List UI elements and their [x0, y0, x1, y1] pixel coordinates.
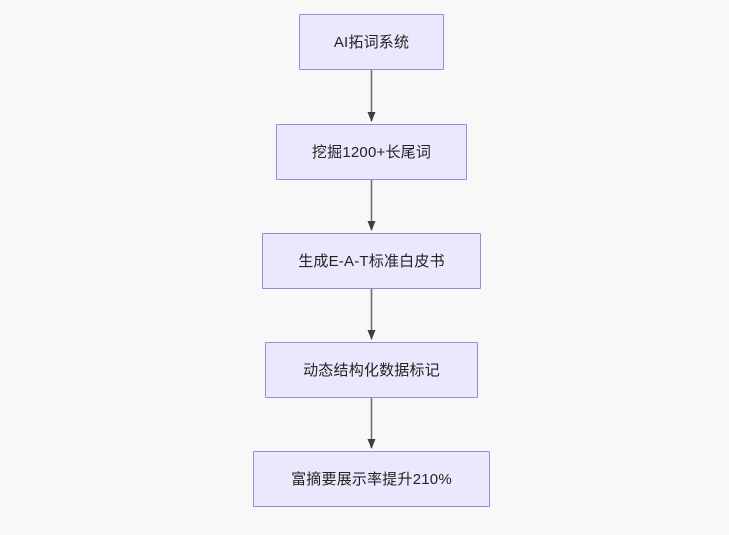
flowchart-node-mine-longtail-keywords[interactable]: 挖掘1200+长尾词	[276, 124, 467, 180]
flowchart-node-ai-keyword-system[interactable]: AI拓词系统	[299, 14, 444, 70]
node-label: AI拓词系统	[333, 33, 410, 51]
flowchart-node-rich-snippet-impression-uplift[interactable]: 富摘要展示率提升210%	[253, 451, 490, 507]
flowchart-node-dynamic-structured-data-markup[interactable]: 动态结构化数据标记	[265, 342, 478, 398]
flowchart-node-generate-eat-whitepaper[interactable]: 生成E-A-T标准白皮书	[262, 233, 481, 289]
node-label: 生成E-A-T标准白皮书	[298, 252, 445, 270]
node-label: 动态结构化数据标记	[303, 361, 440, 379]
node-label: 挖掘1200+长尾词	[311, 143, 432, 161]
node-label: 富摘要展示率提升210%	[291, 470, 452, 488]
